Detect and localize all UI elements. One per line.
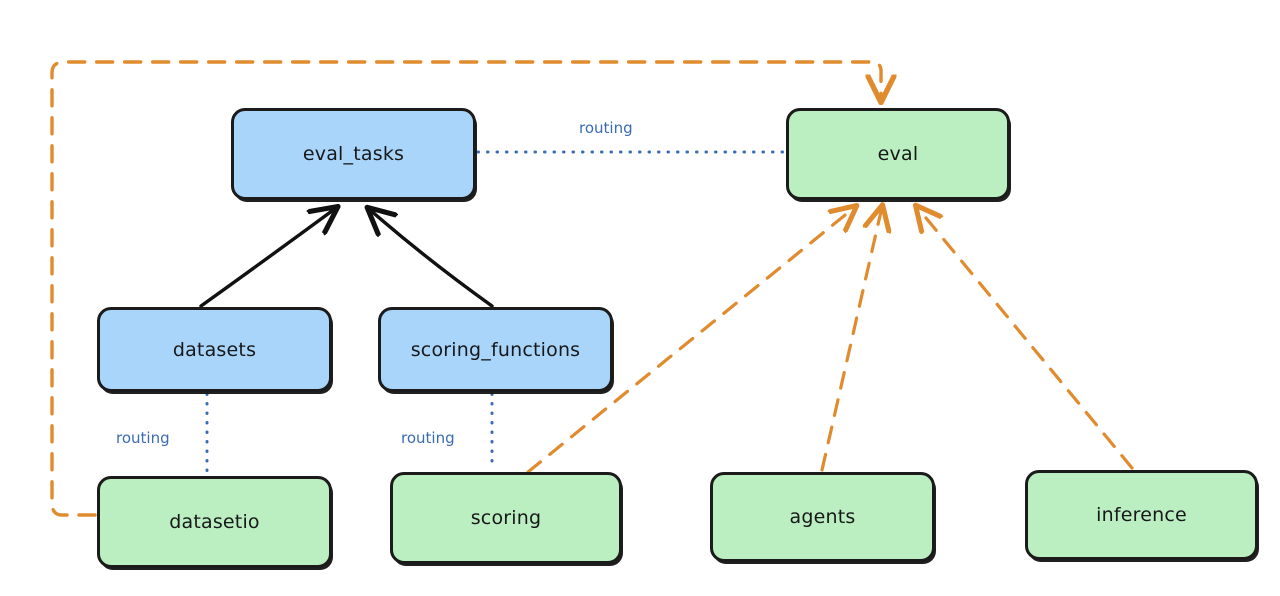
node-eval-label: eval	[877, 143, 919, 165]
node-scoring-functions-label: scoring_functions	[410, 338, 581, 361]
node-agents[interactable]: agents	[710, 472, 935, 562]
node-datasetio[interactable]: datasetio	[97, 476, 332, 568]
node-scoring[interactable]: scoring	[390, 472, 622, 564]
node-inference[interactable]: inference	[1025, 470, 1258, 560]
node-eval-tasks[interactable]: eval_tasks	[231, 108, 476, 200]
edge-scoring-functions-to-eval-tasks	[369, 209, 494, 308]
node-eval-tasks-label: eval_tasks	[302, 143, 405, 165]
edge-agents-to-eval	[820, 207, 882, 472]
edge-label-routing-eval-tasks-eval: routing	[576, 119, 636, 137]
node-scoring-label: scoring	[470, 507, 542, 529]
edge-datasetio-to-eval	[50, 60, 881, 517]
edge-label-routing-scoring-functions-scoring: routing	[398, 429, 458, 447]
edge-datasets-to-eval-tasks	[199, 208, 336, 308]
edge-inference-to-eval	[917, 207, 1134, 470]
node-datasetio-label: datasetio	[169, 511, 260, 533]
node-datasets-label: datasets	[172, 338, 257, 361]
node-scoring-functions[interactable]: scoring_functions	[378, 307, 613, 392]
node-datasets[interactable]: datasets	[97, 307, 332, 392]
node-inference-label: inference	[1096, 504, 1187, 526]
node-eval[interactable]: eval	[786, 108, 1010, 200]
edge-label-routing-datasets-datasetio: routing	[113, 429, 173, 447]
node-agents-label: agents	[789, 506, 856, 528]
edge-scoring-to-eval	[526, 207, 855, 474]
